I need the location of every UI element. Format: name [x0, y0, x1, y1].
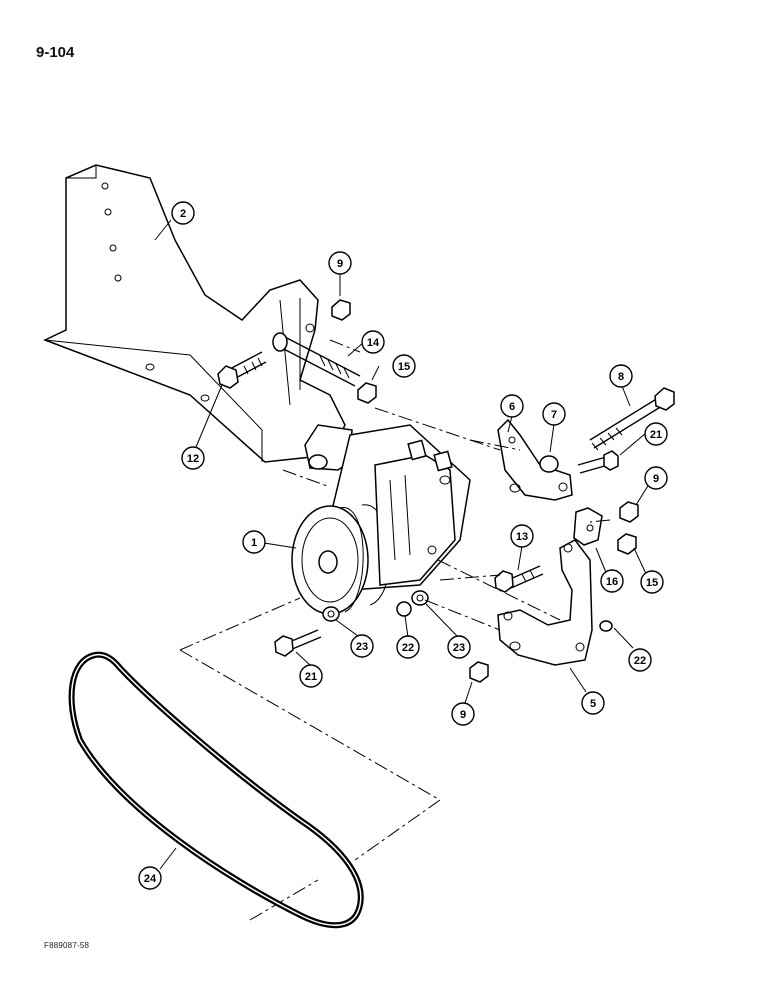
adjusting-bolt: [589, 387, 675, 451]
callout-16: 16: [600, 569, 624, 593]
right-lock-nut: [617, 533, 637, 555]
callout-label-21-bottom: 21: [305, 671, 317, 683]
callout-label-22-right: 22: [634, 655, 646, 667]
callout-15-right: 15: [640, 570, 664, 594]
right-hex-nut: [619, 501, 639, 523]
callout-22-right: 22: [628, 648, 652, 672]
callout-label-12: 12: [187, 453, 199, 465]
callout-23-left: 23: [350, 634, 374, 658]
callout-label-16: 16: [606, 576, 618, 588]
callout-9-bottom: 9: [451, 702, 475, 726]
callout-21-top: 21: [644, 422, 668, 446]
spacer: [539, 455, 559, 473]
rear-bracket: [497, 539, 593, 666]
pivot-bolt: [272, 332, 361, 387]
callout-label-1: 1: [251, 537, 257, 549]
flat-washer-left: [322, 606, 340, 622]
callout-label-22-left: 22: [402, 642, 414, 654]
figure-code: F889087-58: [44, 941, 90, 950]
callout-13: 13: [510, 524, 534, 548]
lock-nut: [357, 382, 377, 404]
callout-24: 24: [138, 866, 162, 890]
mounting-bracket: [43, 164, 353, 471]
callout-5: 5: [581, 691, 605, 715]
flat-washer-right: [411, 590, 429, 606]
lower-nut-22-right: [599, 620, 613, 632]
callout-label-15-right: 15: [646, 577, 658, 589]
callout-label-8: 8: [618, 371, 624, 383]
upper-cap-screw: [577, 450, 619, 474]
callout-label-9-top: 9: [337, 258, 343, 270]
front-bracket: [497, 418, 573, 501]
callout-9-right: 9: [644, 466, 668, 490]
ac-compressor: [291, 424, 471, 615]
callout-label-23-right: 23: [453, 642, 465, 654]
callout-7: 7: [542, 402, 566, 426]
callout-23-right: 23: [447, 635, 471, 659]
callout-label-2: 2: [180, 208, 186, 220]
callout-label-5: 5: [590, 698, 596, 710]
callout-label-6: 6: [509, 401, 515, 413]
bracket-cap-screw: [494, 565, 544, 593]
callout-21-bottom: 21: [299, 664, 323, 688]
page-number: 9-104: [36, 44, 75, 61]
lower-cap-screw: [274, 629, 322, 657]
hex-nut: [331, 299, 351, 321]
drive-belt: [68, 651, 364, 929]
cap-screw: [217, 351, 267, 389]
callout-label-14: 14: [367, 337, 380, 349]
callout-6: 6: [500, 394, 524, 418]
callout-9-top: 9: [328, 251, 352, 275]
callout-2: 2: [171, 201, 195, 225]
callout-label-13: 13: [516, 531, 528, 543]
lock-washer: [396, 601, 412, 617]
callout-label-21-top: 21: [650, 429, 662, 441]
callout-14: 14: [361, 330, 385, 354]
leader-lines: [154, 219, 652, 870]
callout-label-24: 24: [144, 873, 157, 885]
tension-block: [573, 507, 603, 546]
callout-label-23-left: 23: [356, 641, 368, 653]
callout-label-9-bottom: 9: [460, 709, 466, 721]
callout-12: 12: [181, 446, 205, 470]
callout-label-15-top: 15: [398, 361, 410, 373]
callout-label-9-right: 9: [653, 473, 659, 485]
callout-1: 1: [242, 530, 266, 554]
callout-label-7: 7: [551, 409, 557, 421]
lower-nut-9: [469, 661, 489, 683]
callout-15-top: 15: [392, 354, 416, 378]
callout-8: 8: [609, 364, 633, 388]
callout-22-left: 22: [396, 635, 420, 659]
